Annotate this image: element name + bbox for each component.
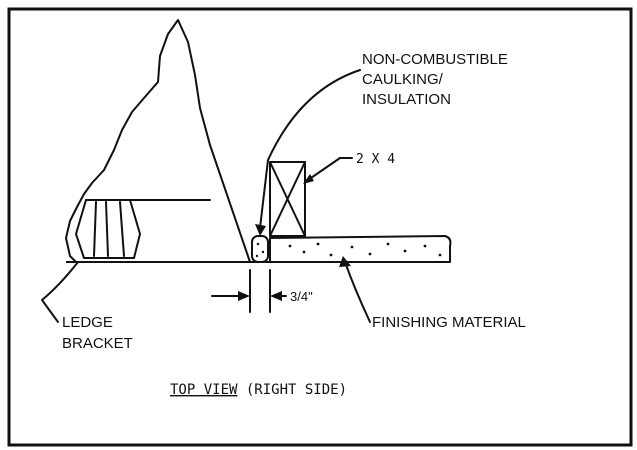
stud-leader bbox=[303, 157, 353, 184]
ledge-bracket bbox=[75, 199, 211, 259]
view-title-suffix: (RIGHT SIDE) bbox=[237, 382, 347, 398]
dimension-label: 3/4" bbox=[290, 289, 313, 304]
finishing-leader bbox=[339, 256, 371, 323]
caulking-leader bbox=[255, 69, 361, 236]
diagram-border bbox=[7, 7, 633, 447]
view-title-underlined: TOP VIEW bbox=[170, 382, 238, 398]
view-title: TOP VIEW (RIGHT SIDE) bbox=[170, 382, 347, 398]
caulking-label-line2: CAULKING/ bbox=[362, 71, 444, 88]
finishing-label: FINISHING MATERIAL bbox=[372, 314, 526, 331]
stove-body bbox=[65, 19, 251, 263]
ledge-label-line2: BRACKET bbox=[62, 335, 133, 352]
stud-label: 2 X 4 bbox=[356, 152, 395, 167]
caulking-label-line1: NON-COMBUSTIBLE bbox=[362, 51, 508, 68]
ledge-label-line1: LEDGE bbox=[62, 314, 113, 331]
ledge-leader bbox=[41, 261, 79, 323]
caulking-label-line3: INSULATION bbox=[362, 91, 451, 108]
stud-2x4 bbox=[269, 161, 306, 237]
caulking-plug bbox=[251, 235, 269, 263]
finishing-material bbox=[269, 235, 452, 263]
dimension-marks bbox=[211, 269, 287, 313]
